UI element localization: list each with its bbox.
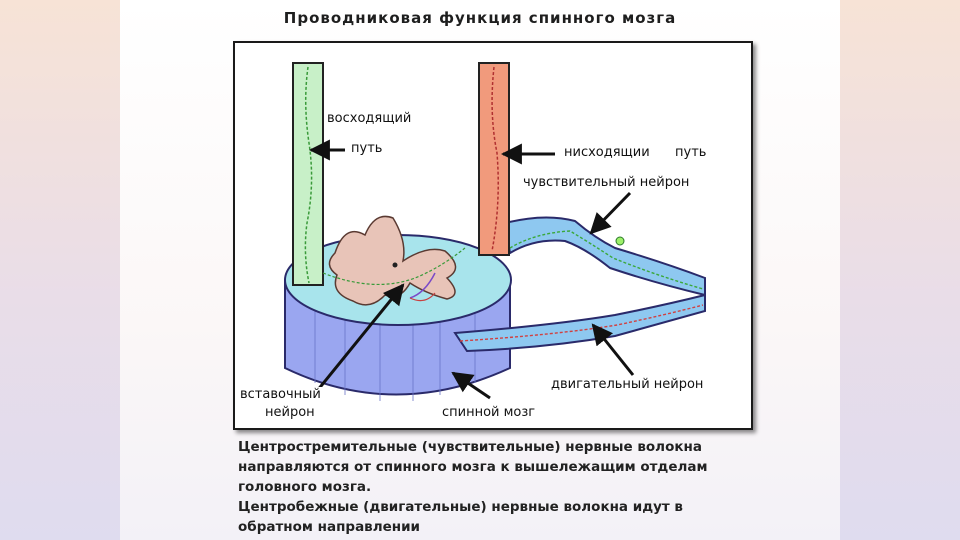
label-interneuron-1: вставочный <box>238 387 323 403</box>
caption-line: направляются от спинного мозга к вышележ… <box>238 459 708 475</box>
grey-matter <box>328 215 457 306</box>
label-motor-neuron: двигательный нейрон <box>549 377 706 393</box>
caption-text: Центростремительные (чувствительные) нер… <box>238 437 838 537</box>
caption-line: головного мозга. <box>238 479 372 495</box>
right-margin <box>840 0 960 540</box>
label-descending-1: нисходящии <box>562 145 652 161</box>
label-ascending-2: путь <box>349 141 419 157</box>
caption-line: Центробежные (двигательные) нервные воло… <box>238 499 683 515</box>
diagram-illustration <box>284 62 706 401</box>
left-margin <box>0 0 120 540</box>
caption-line: Центростремительные (чувствительные) нер… <box>238 439 702 455</box>
label-spinal-cord: спинной мозг <box>440 405 538 421</box>
label-ascending-1: восходящий <box>325 111 414 127</box>
label-sensory-neuron: чувствительный нейрон <box>521 175 692 191</box>
label-descending-2: путь <box>673 145 725 161</box>
label-interneuron-2: нейрон <box>263 405 317 421</box>
caption-line: обратном направлении <box>238 519 421 535</box>
ascending-tract <box>292 62 324 286</box>
spinal-cord-diagram: восходящий путь нисходящии путь чувствит… <box>233 41 753 430</box>
sensory-root <box>503 216 706 297</box>
slide-title: Проводниковая функция спинного мозга <box>283 9 677 27</box>
descending-tract <box>478 62 510 256</box>
